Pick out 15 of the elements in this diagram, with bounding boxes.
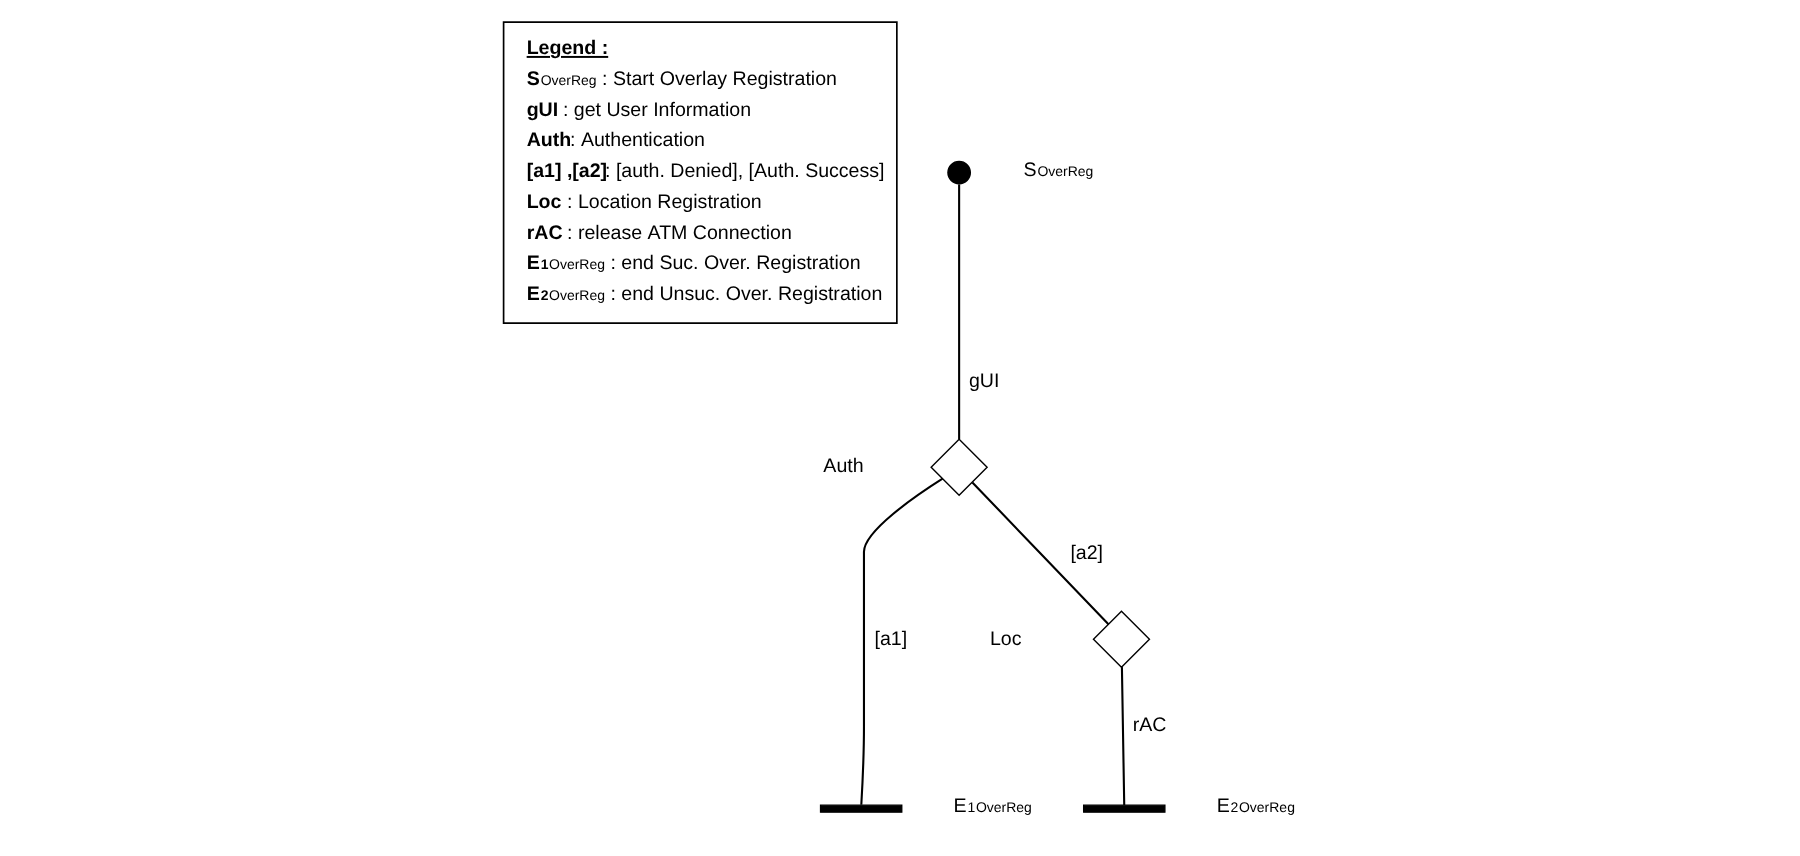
node-diamond <box>930 438 989 497</box>
edge-label: [a2] <box>1070 543 1104 566</box>
connector <box>860 477 944 805</box>
connector <box>958 184 961 439</box>
edge-label: gUI <box>968 371 1000 393</box>
edge-label: rAC <box>1132 715 1167 738</box>
node-label: Loc <box>989 628 1022 651</box>
edge-label: [a1] <box>874 629 908 652</box>
connector <box>1120 667 1126 805</box>
node-circle <box>947 160 972 185</box>
node-bar <box>1083 804 1166 813</box>
node-bar <box>819 804 903 813</box>
connector <box>971 481 1110 626</box>
node-diamond <box>1092 610 1151 669</box>
node-label: Auth <box>823 456 864 479</box>
